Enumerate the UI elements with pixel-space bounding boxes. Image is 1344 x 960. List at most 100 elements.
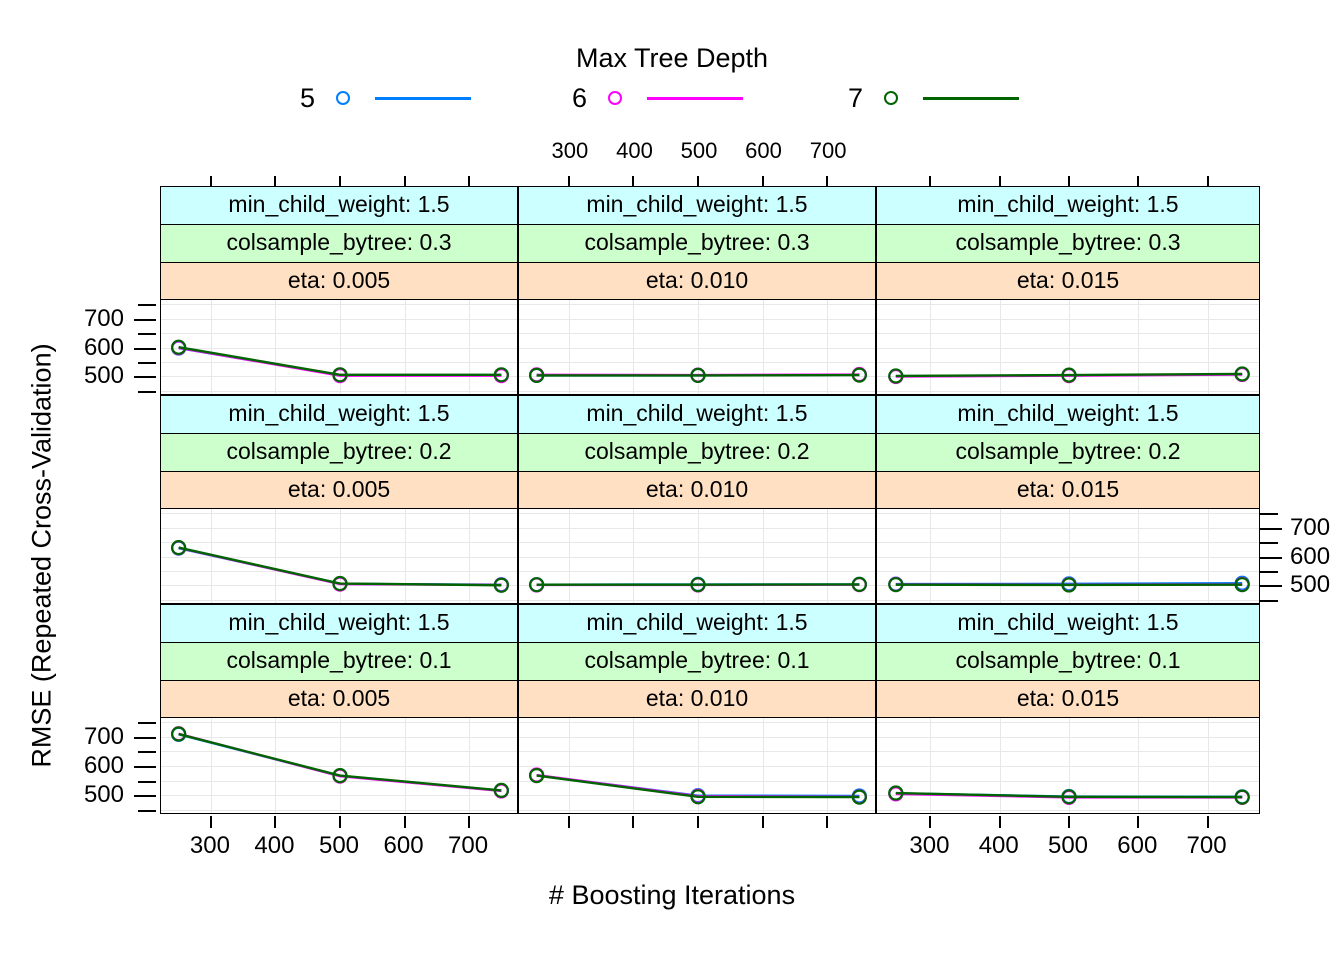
strip-label: colsample_bytree: 0.3 xyxy=(518,224,876,262)
strip-label: eta: 0.015 xyxy=(876,471,1260,509)
series-line-5 xyxy=(536,774,860,798)
x-axis-title: # Boosting Iterations xyxy=(548,880,796,910)
y-major-tick xyxy=(1260,585,1282,588)
gridline-vertical xyxy=(999,718,1001,813)
data-point-7 xyxy=(529,367,545,383)
gridline-vertical xyxy=(568,300,570,394)
y-major-tick xyxy=(134,766,156,768)
x-tick xyxy=(632,816,635,828)
y-major-tick xyxy=(1260,527,1282,530)
gridline-horizontal xyxy=(161,542,517,544)
data-point-7 xyxy=(690,789,706,805)
plot-area xyxy=(519,718,875,813)
series-line-7 xyxy=(178,346,502,377)
gridline-horizontal xyxy=(161,585,517,587)
data-point-7 xyxy=(171,539,187,556)
y-major-tick xyxy=(134,347,156,350)
gridline-horizontal xyxy=(519,542,875,544)
top-x-tick xyxy=(567,176,570,186)
series-line-6 xyxy=(178,346,502,377)
top-x-tick xyxy=(274,176,277,186)
plot-area xyxy=(161,300,517,394)
gridline-horizontal xyxy=(877,809,1259,811)
series-layer xyxy=(529,576,867,593)
y-tick-label: 500 xyxy=(1290,571,1331,599)
y-minor-tick xyxy=(1260,513,1278,516)
y-minor-tick xyxy=(1260,542,1278,545)
gridline-vertical xyxy=(827,718,829,813)
y-minor-tick xyxy=(1260,599,1278,602)
gridline-vertical xyxy=(404,300,406,394)
strip-label: min_child_weight: 1.5 xyxy=(518,186,876,224)
x-tick xyxy=(929,816,932,828)
gridline-vertical xyxy=(404,509,406,603)
strip-label: min_child_weight: 1.5 xyxy=(876,604,1260,642)
panel-column-2: min_child_weight: 1.5 colsample_bytree: 0… xyxy=(876,186,1260,814)
y-minor-tick xyxy=(138,333,156,336)
top-x-axis-ticks xyxy=(160,170,1260,186)
data-point-7 xyxy=(332,767,348,784)
data-point-7 xyxy=(493,577,509,593)
x-tick xyxy=(209,816,212,828)
gridline-horizontal xyxy=(161,390,517,392)
x-tick xyxy=(998,816,1001,828)
plot-area xyxy=(519,300,875,394)
gridline-horizontal xyxy=(161,513,517,515)
x-tick xyxy=(1137,816,1140,828)
top-x-tick xyxy=(697,176,699,186)
gridline-horizontal xyxy=(877,318,1259,320)
legend-entry-6[interactable]: 6 xyxy=(572,80,744,116)
gridline-vertical xyxy=(275,509,277,603)
series-line-7 xyxy=(178,546,502,587)
gridline-vertical xyxy=(1207,718,1209,813)
gridline-horizontal xyxy=(161,722,517,724)
data-point-7 xyxy=(1061,577,1077,593)
legend-entry-7[interactable]: 7 xyxy=(848,80,1020,116)
x-tick xyxy=(339,816,341,828)
top-x-tick xyxy=(826,176,829,186)
gridline-vertical xyxy=(1069,718,1070,813)
strip-label: colsample_bytree: 0.3 xyxy=(876,224,1260,262)
gridline-horizontal xyxy=(877,527,1259,529)
gridline-horizontal xyxy=(877,722,1259,724)
gridline-vertical xyxy=(210,300,212,394)
gridline-horizontal xyxy=(161,347,517,349)
gridline-horizontal xyxy=(519,318,875,320)
x-tick-label: 400 xyxy=(978,832,1019,859)
gridline-vertical xyxy=(275,718,277,813)
legend-line-swatch xyxy=(647,96,744,100)
strip-label: colsample_bytree: 0.3 xyxy=(160,224,518,262)
y-major-tick xyxy=(1260,556,1282,559)
y-minor-tick xyxy=(138,780,156,783)
y-tick-label: 700 xyxy=(83,304,124,332)
plot-area xyxy=(877,300,1259,394)
y-minor-tick xyxy=(138,722,156,725)
strip-label: colsample_bytree: 0.1 xyxy=(160,642,518,680)
strip-label: eta: 0.010 xyxy=(518,262,876,300)
x-tick xyxy=(697,816,699,828)
gridline-horizontal xyxy=(877,780,1259,782)
data-point-7 xyxy=(493,782,509,799)
plot-area xyxy=(161,509,517,603)
top-x-tick xyxy=(209,176,212,186)
gridline-horizontal xyxy=(877,542,1259,544)
gridline-horizontal xyxy=(519,736,875,738)
gridline-horizontal xyxy=(161,333,517,335)
plot-area xyxy=(877,718,1259,813)
data-point-7 xyxy=(332,575,348,592)
data-point-7 xyxy=(1061,367,1077,383)
gridline-horizontal xyxy=(877,361,1259,363)
gridline-horizontal xyxy=(877,390,1259,392)
gridline-vertical xyxy=(633,718,635,813)
plot-area xyxy=(877,509,1259,603)
legend-entry-5[interactable]: 5 xyxy=(300,80,472,116)
x-tick-label: 300 xyxy=(189,832,230,859)
x-tick-label: 500 xyxy=(318,832,360,859)
gridline-horizontal xyxy=(519,780,875,782)
series-layer xyxy=(171,726,509,799)
series-layer xyxy=(171,539,509,593)
strip-label: colsample_bytree: 0.2 xyxy=(518,433,876,471)
